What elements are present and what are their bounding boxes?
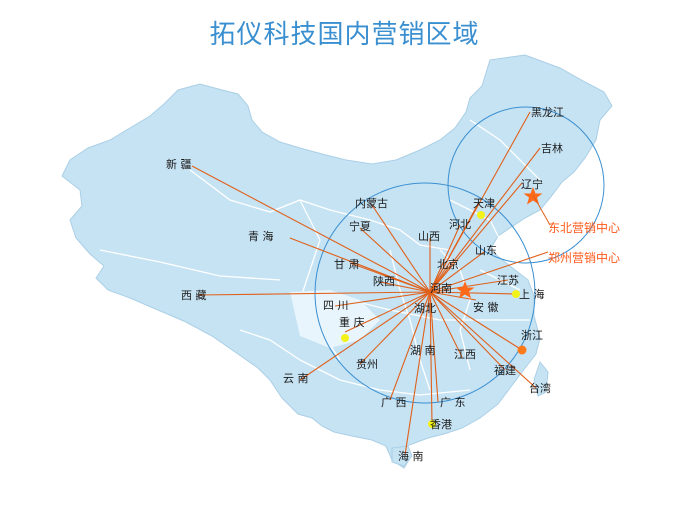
province-label: 湖北: [414, 302, 436, 315]
tianjin-dot: [477, 211, 485, 219]
province-label: 北京: [437, 257, 459, 271]
province-label: 天津: [473, 197, 495, 210]
province-label: 浙江: [521, 329, 543, 342]
province-label: 宁夏: [349, 219, 371, 233]
province-label: 河南: [430, 282, 452, 295]
province-label: 西 藏: [181, 289, 207, 302]
hainan-island: [391, 445, 413, 467]
highlight-region: [290, 290, 380, 348]
province-label: 广 西: [381, 396, 407, 409]
province-label: 山东: [475, 244, 497, 257]
province-label: 河北: [449, 218, 471, 231]
province-label: 上 海: [519, 287, 545, 301]
province-label: 黑龙江: [531, 106, 564, 119]
province-label: 甘 肃: [334, 258, 360, 271]
province-label: 四 川: [323, 299, 349, 312]
china-landmass: [61, 54, 613, 469]
hongkong-dot: [428, 420, 436, 428]
province-label: 青 海: [248, 229, 274, 243]
province-label: 辽宁: [521, 177, 543, 191]
province-label: 广 东: [440, 396, 466, 409]
province-label: 山西: [418, 230, 440, 243]
province-labels: 黑龙江 吉林 辽宁 天津 内蒙古 河北 宁夏 山西 新 疆 青 海 北京 山东 …: [166, 106, 564, 463]
city-dots: [341, 211, 527, 428]
province-label: 云 南: [283, 372, 309, 385]
province-label: 重 庆: [339, 315, 365, 329]
zhejiang-dot: [517, 345, 527, 355]
province-label: 安 徽: [473, 300, 499, 314]
province-label: 江苏: [497, 274, 519, 287]
province-label: 内蒙古: [355, 196, 388, 210]
chongqing-dot: [341, 334, 349, 342]
zhengzhou-center-label: 郑州营销中心: [548, 250, 620, 265]
province-label: 台湾: [529, 381, 551, 395]
province-label: 贵州: [356, 358, 378, 371]
province-label: 江西: [454, 348, 476, 361]
province-label: 新 疆: [166, 157, 192, 171]
northeast-connector: [532, 194, 551, 226]
province-label: 福建: [494, 363, 516, 377]
zhengzhou-rays: [191, 111, 549, 456]
zhengzhou-center-star: [455, 281, 475, 299]
province-label: 香港: [430, 418, 452, 431]
shanghai-dot: [512, 290, 520, 298]
northeast-center-label: 东北营销中心: [548, 220, 620, 235]
province-label: 陕西: [373, 274, 395, 288]
province-label: 海 南: [398, 449, 424, 463]
province-label: 吉林: [541, 141, 563, 155]
map-title: 拓仪科技国内营销区域: [209, 20, 480, 50]
province-label: 湖 南: [410, 344, 436, 357]
taiwan-island: [533, 360, 549, 397]
